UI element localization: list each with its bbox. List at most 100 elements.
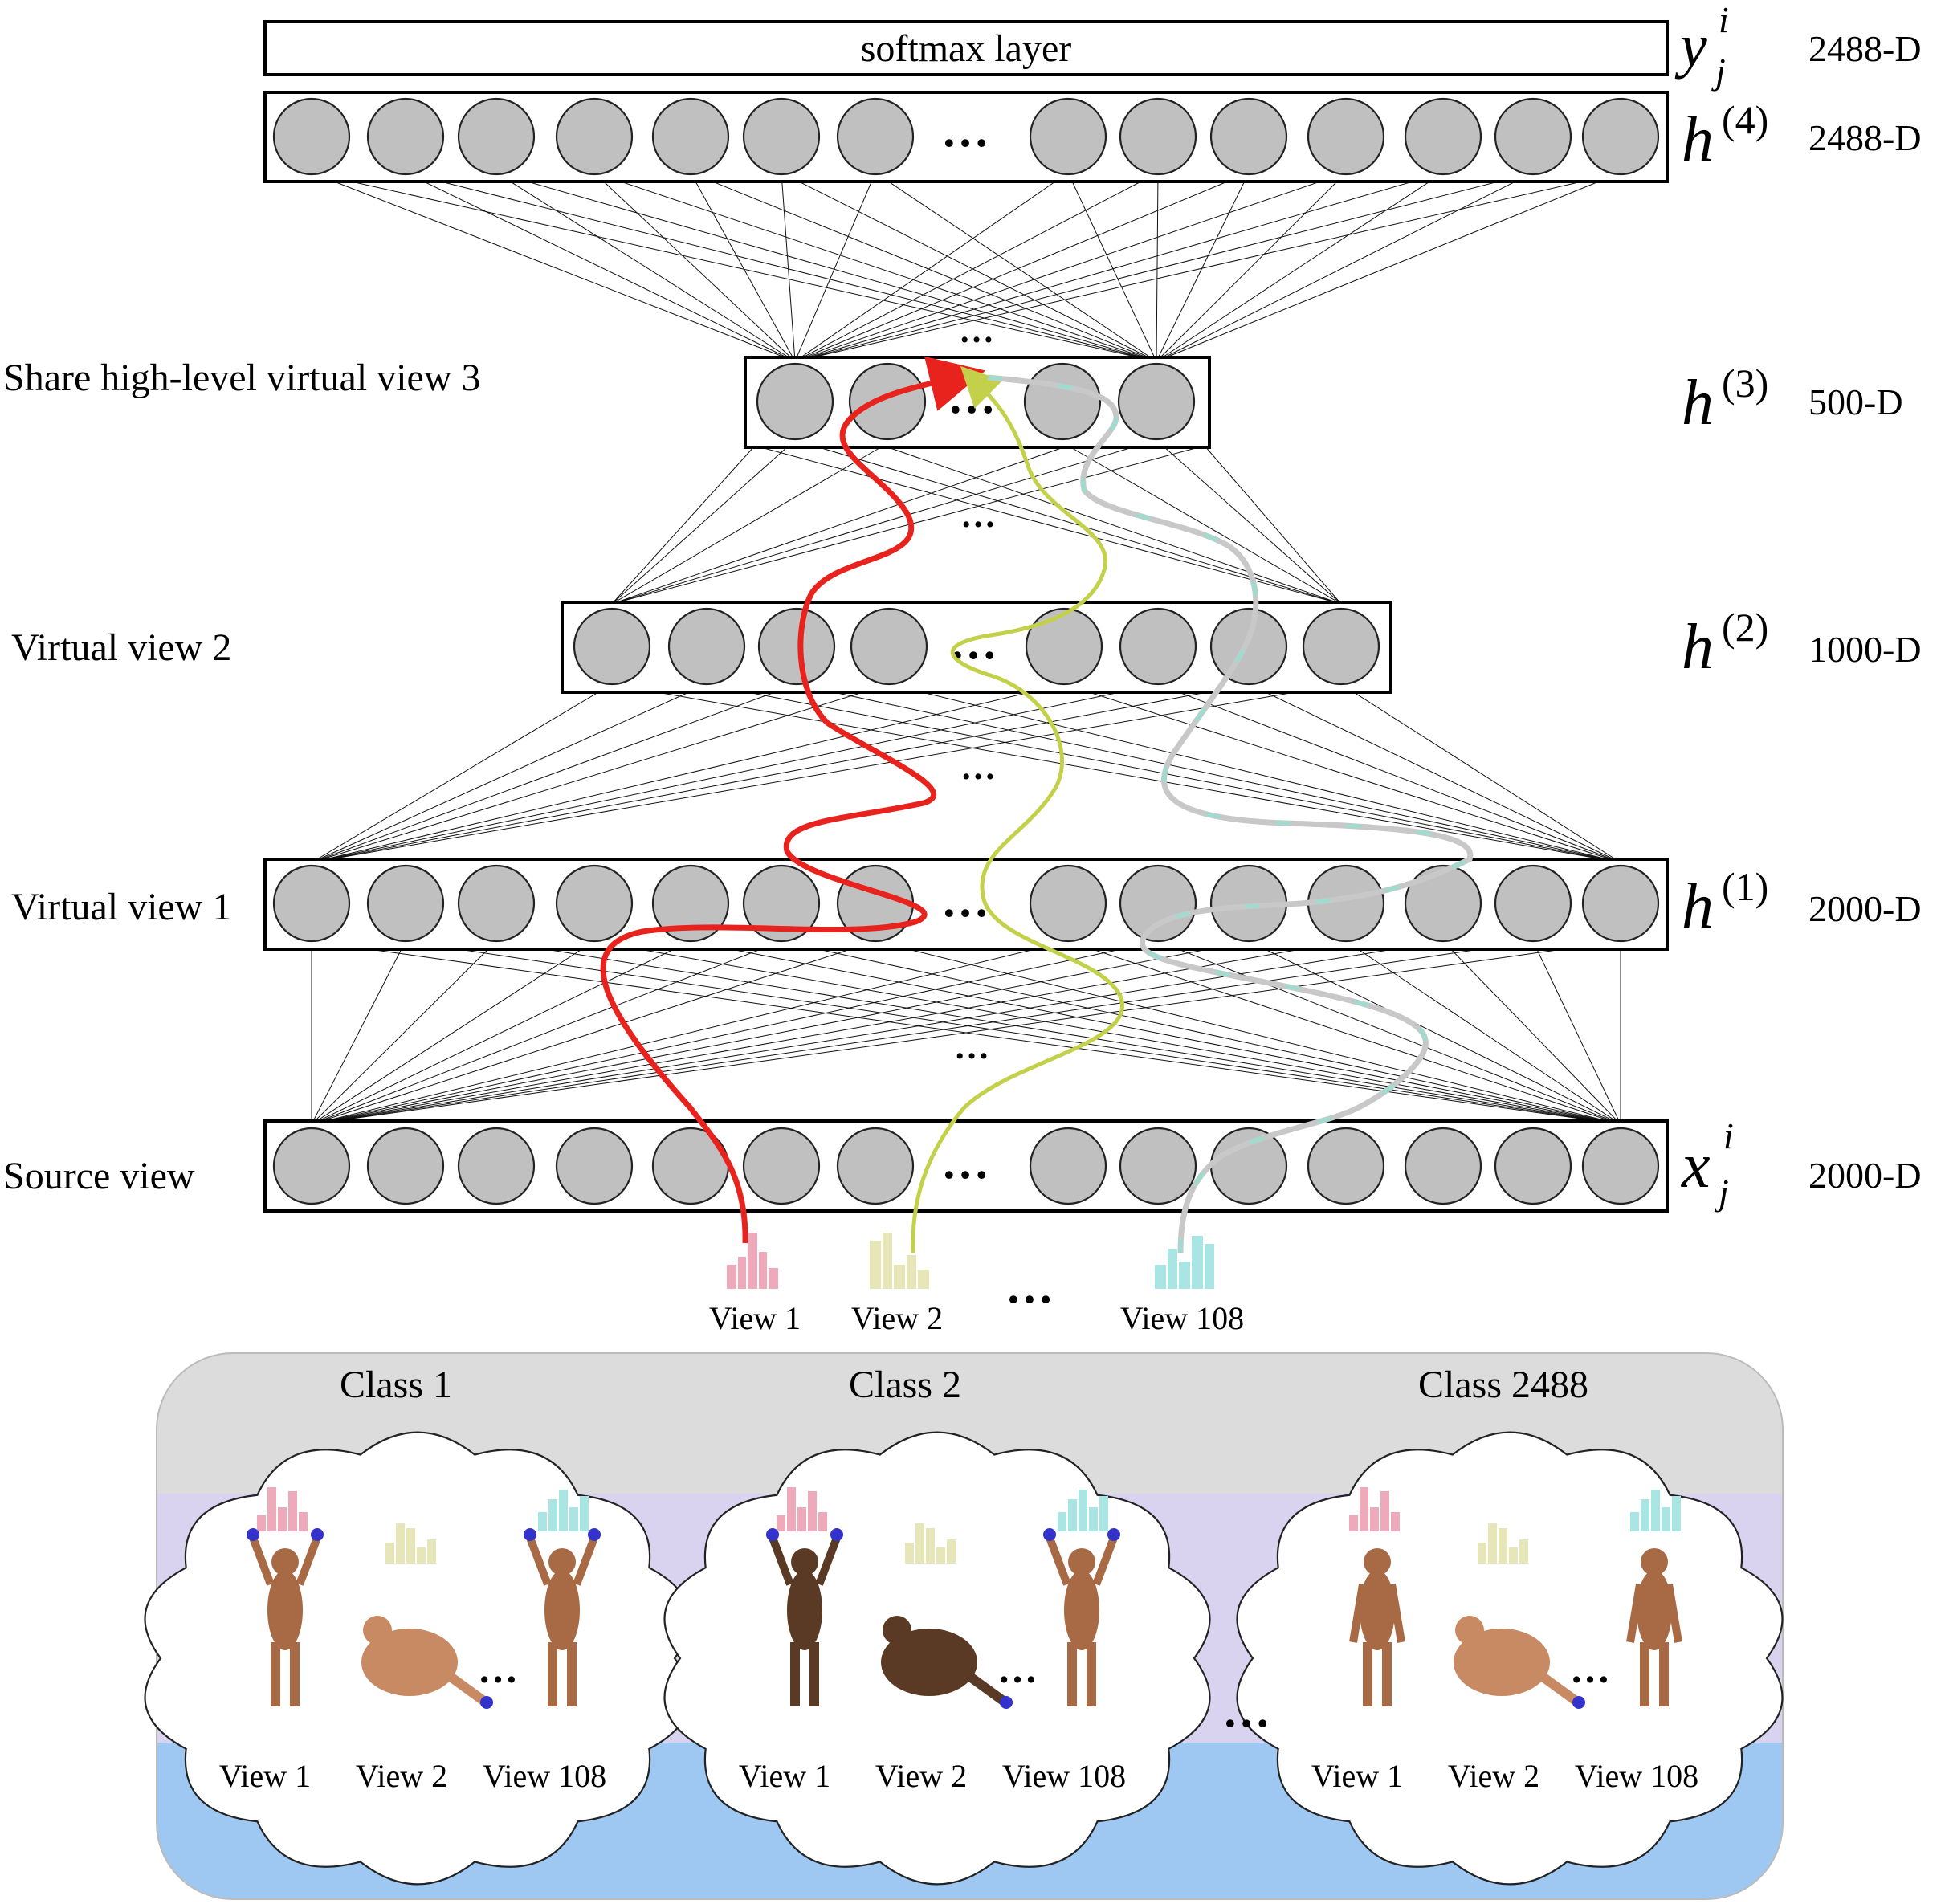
connection-line — [796, 683, 1621, 863]
neuron-h4-9 — [1209, 97, 1288, 176]
neuron-h1-4 — [651, 864, 730, 943]
neuron-h2-1 — [667, 607, 746, 686]
connection-line — [794, 172, 1444, 362]
neuron-h4-1 — [366, 97, 445, 176]
neuron-x-7 — [1029, 1127, 1107, 1205]
symbol-y: y i j — [1674, 0, 1729, 92]
connection-line — [875, 940, 1621, 1125]
connection-line — [883, 445, 1342, 605]
svg-text:h: h — [1682, 612, 1714, 683]
label-h2: Virtual view 2 — [11, 626, 231, 669]
connection-line — [1156, 172, 1159, 362]
connection-line — [611, 439, 796, 605]
connection-line — [311, 683, 1342, 863]
class-3-hist-view108 — [1630, 1490, 1681, 1531]
class-2-hist-view108 — [1058, 1490, 1108, 1531]
connection-line — [794, 172, 1159, 362]
neuron-h1-2 — [457, 864, 536, 943]
neuron-h2-6 — [1209, 607, 1288, 686]
neuron-h2-4 — [1025, 607, 1103, 686]
connection-line — [781, 172, 796, 362]
class-2-figure-view2 — [881, 1616, 1013, 1709]
connection-line — [405, 940, 1621, 1125]
neuron-h4-2 — [457, 97, 536, 176]
svg-text:h: h — [1682, 368, 1714, 438]
connection-line — [611, 445, 1069, 605]
svg-text:(1): (1) — [1722, 864, 1768, 909]
path-view2 — [911, 365, 1124, 1254]
connection-line — [1340, 683, 1621, 863]
svg-text:i: i — [1719, 0, 1729, 40]
connection-line — [311, 683, 1065, 863]
class-2-view-label-2: View 2 — [875, 1758, 967, 1794]
class-3-view-label-2: View 2 — [1448, 1758, 1539, 1794]
dim-h4: 2488-D — [1808, 117, 1922, 158]
input-ellipsis: … — [1005, 1260, 1054, 1313]
connection-line — [611, 439, 1157, 605]
connection-line — [311, 940, 1347, 1125]
connection-line — [311, 940, 1621, 1125]
svg-text:h: h — [1682, 104, 1714, 175]
connection-line — [781, 172, 1157, 362]
class-2-figure-view108 — [1043, 1528, 1120, 1706]
connection-line — [1063, 683, 1621, 863]
connection-line — [1157, 683, 1621, 863]
neuron-x-3 — [555, 1127, 634, 1205]
input-label-view2: View 2 — [851, 1300, 943, 1336]
svg-text:x: x — [1681, 1131, 1711, 1201]
connection-line — [311, 940, 1534, 1125]
symbol-h1: h (1) — [1682, 864, 1768, 942]
class-3-figure-view108 — [1626, 1548, 1682, 1706]
connection-line — [794, 172, 1250, 362]
dim-h3: 500-D — [1808, 381, 1903, 422]
neuron-h4-13 — [1581, 97, 1660, 176]
neuron-h4-8 — [1119, 97, 1197, 176]
symbol-h4: h (4) — [1682, 97, 1768, 175]
svg-text:(2): (2) — [1722, 605, 1768, 650]
dim-x: 2000-D — [1808, 1155, 1922, 1196]
neuron-x-1 — [366, 1127, 445, 1205]
ellipsis-h4: … — [941, 104, 989, 157]
connection-line — [1248, 683, 1621, 863]
neuron-h4-0 — [272, 97, 351, 176]
neuron-h4-3 — [555, 97, 634, 176]
connection-line — [1532, 940, 1621, 1125]
neuron-h1-11 — [1404, 864, 1482, 943]
connection-line — [794, 172, 876, 362]
connection-line — [311, 940, 691, 1125]
symbol-x: x i j — [1681, 1115, 1734, 1213]
neuron-h1-8 — [1119, 864, 1197, 943]
connection-line — [1156, 172, 1250, 362]
class-1-ellipsis: … — [478, 1646, 518, 1691]
svg-text:h: h — [1682, 871, 1714, 942]
neuron-h1-0 — [272, 864, 351, 943]
connection-line — [1067, 445, 1342, 605]
connection-line — [311, 940, 782, 1125]
connection-line — [593, 940, 1621, 1125]
svg-text:y: y — [1674, 12, 1707, 80]
connection-line — [311, 683, 613, 863]
connection-line — [1157, 940, 1621, 1125]
connection-line — [311, 683, 1250, 863]
label-h1: Virtual view 1 — [11, 886, 231, 928]
class-1-view-label-3: View 108 — [483, 1758, 606, 1794]
connection-line — [1204, 445, 1342, 605]
class-1-figure-view1 — [247, 1528, 324, 1706]
neurons — [272, 97, 1660, 1205]
ellipsis-gap-21: … — [960, 748, 996, 787]
neuron-h4-4 — [651, 97, 730, 176]
class-2-hist-view1 — [777, 1487, 827, 1531]
symbol-h3: h (3) — [1682, 361, 1768, 438]
class-3-ellipsis: … — [1570, 1646, 1610, 1691]
neuron-h4-5 — [742, 97, 821, 176]
connection-line — [311, 940, 497, 1125]
neuron-x-2 — [457, 1127, 536, 1205]
neuron-x-0 — [272, 1127, 351, 1205]
class-2-view-label-1: View 1 — [739, 1758, 830, 1794]
class-1-hist-view1 — [257, 1487, 308, 1531]
class-3-figure-view2 — [1454, 1616, 1585, 1709]
class-3-hist-view2 — [1478, 1523, 1528, 1564]
ellipsis-gap-10: … — [954, 1027, 989, 1066]
neuron-h1-5 — [742, 864, 821, 943]
